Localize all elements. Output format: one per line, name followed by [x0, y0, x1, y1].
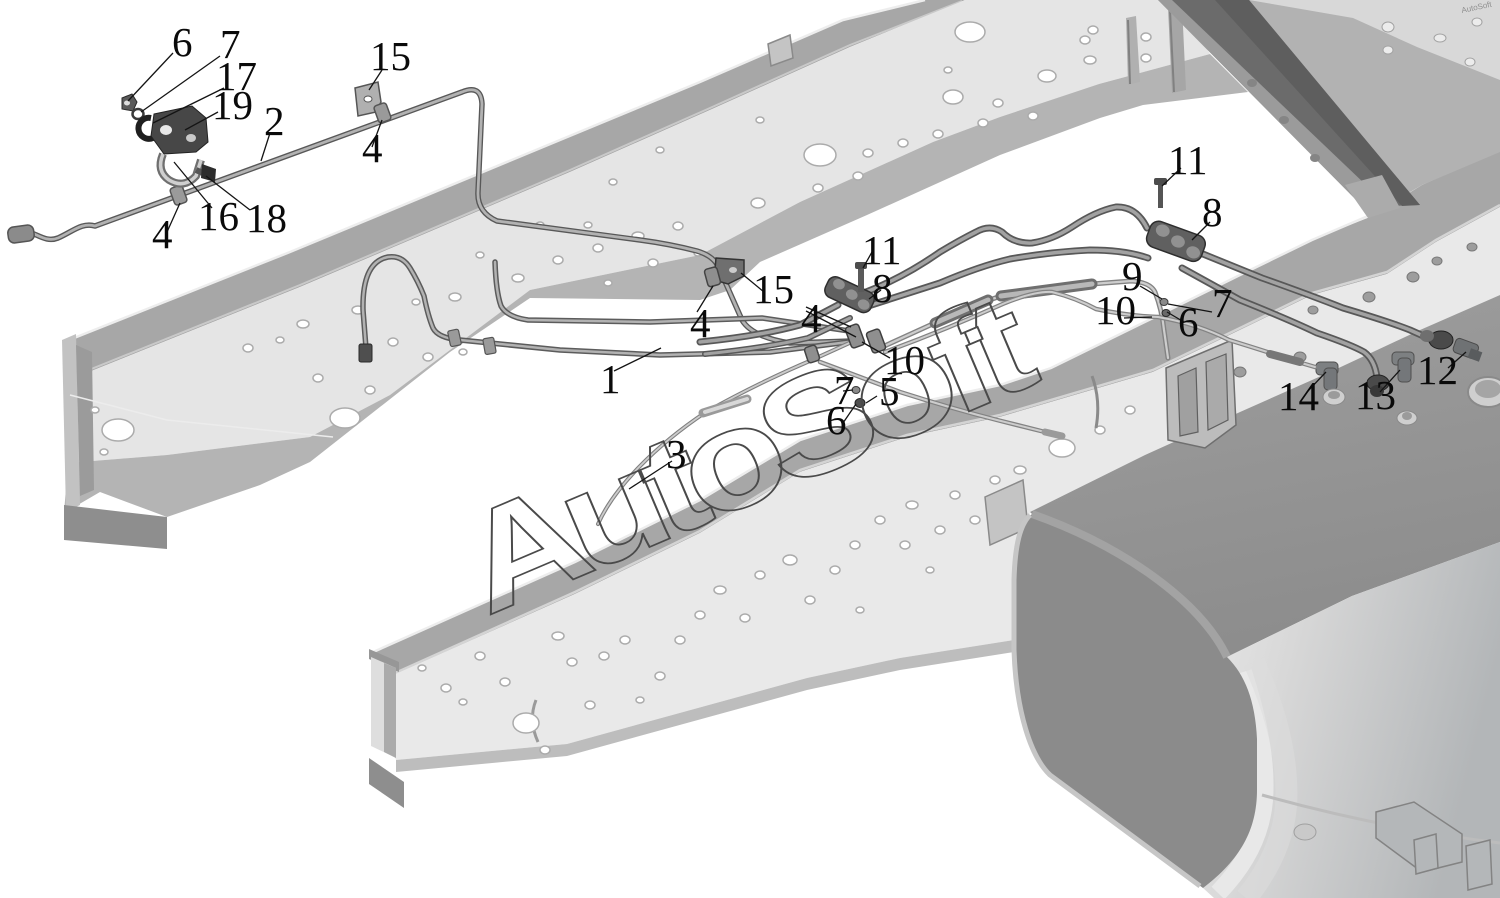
svg-text:10: 10 — [884, 337, 925, 383]
svg-text:9: 9 — [1122, 253, 1143, 299]
svg-text:4: 4 — [801, 295, 822, 341]
svg-text:12: 12 — [1417, 347, 1458, 393]
svg-text:7: 7 — [1212, 280, 1233, 326]
svg-text:3: 3 — [666, 431, 687, 477]
svg-text:4: 4 — [690, 300, 711, 346]
svg-text:8: 8 — [1202, 189, 1223, 235]
svg-text:8: 8 — [872, 265, 893, 311]
svg-text:4: 4 — [362, 125, 383, 171]
svg-text:15: 15 — [753, 266, 794, 312]
svg-text:5: 5 — [879, 368, 900, 414]
svg-text:7: 7 — [220, 21, 241, 67]
svg-text:11: 11 — [862, 227, 901, 273]
svg-text:19: 19 — [212, 82, 253, 128]
svg-text:7: 7 — [834, 367, 855, 413]
svg-text:6: 6 — [826, 397, 847, 443]
svg-text:15: 15 — [370, 33, 411, 79]
svg-text:2: 2 — [264, 98, 285, 144]
svg-text:4: 4 — [152, 211, 173, 257]
svg-text:16: 16 — [198, 193, 239, 239]
svg-text:11: 11 — [1168, 137, 1207, 183]
svg-text:18: 18 — [246, 195, 287, 241]
svg-text:17: 17 — [216, 53, 257, 99]
svg-text:13: 13 — [1355, 372, 1396, 418]
svg-text:6: 6 — [172, 19, 193, 65]
svg-text:10: 10 — [1095, 287, 1136, 333]
svg-text:6: 6 — [1178, 299, 1199, 345]
svg-text:1: 1 — [600, 356, 621, 402]
svg-text:14: 14 — [1278, 373, 1319, 419]
